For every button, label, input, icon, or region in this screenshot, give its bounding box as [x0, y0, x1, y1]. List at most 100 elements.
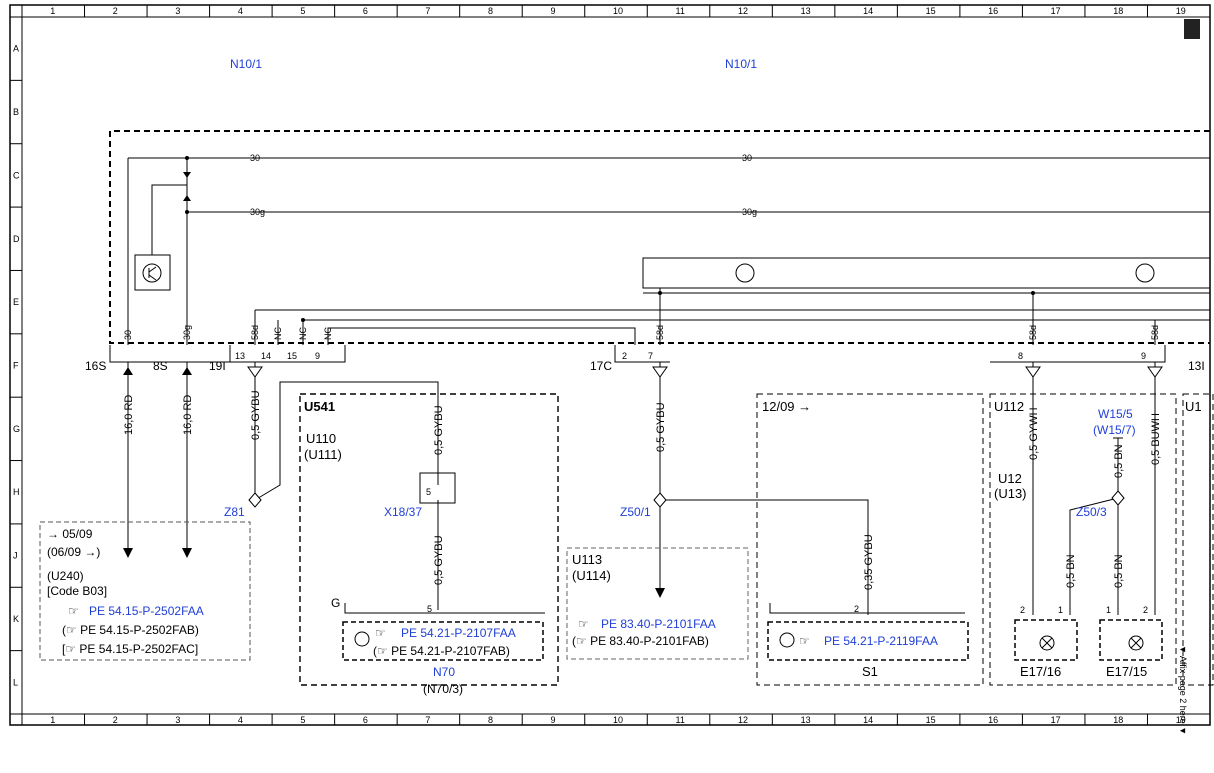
component-box-s1 [756, 393, 984, 686]
box-text: G [331, 596, 340, 610]
ruler-column-label: 6 [363, 715, 368, 725]
ruler-column-label: 2 [113, 6, 118, 16]
bus-30-label: 30 [250, 153, 260, 163]
reference-icon: ☞ [799, 634, 810, 648]
pin-number: 15 [287, 351, 297, 361]
ruler-column-label: 5 [300, 6, 305, 16]
reference-link[interactable]: PE 83.40-P-2101FAA [601, 617, 716, 631]
reference-link[interactable]: (☞ PE 83.40-P-2101FAB) [572, 634, 709, 648]
component-name: E17/16 [1020, 664, 1061, 679]
ruler-column-label: 12 [738, 6, 748, 16]
box-text: 12/09 → [762, 399, 811, 414]
pin-number: 2 [854, 604, 859, 614]
component-name: (N70/3) [423, 682, 463, 696]
pin-label: NC [323, 327, 333, 340]
pin-label: 58d [1028, 325, 1038, 340]
wire-label: 0,5 GYBU [250, 390, 262, 440]
pin-number: 9 [315, 351, 320, 361]
box-text: U113 [572, 552, 602, 567]
ruler-column-label: 19 [1176, 715, 1186, 725]
ruler-column-label: 10 [613, 6, 623, 16]
ruler-ticks [10, 5, 1148, 725]
box-text: U1 [1185, 399, 1202, 414]
pin-label: NC [298, 327, 308, 340]
bus-30g-label: 30g [250, 207, 265, 217]
reference-link[interactable]: PE 54.21-P-2119FAA [824, 634, 938, 648]
pin-label: 30 [123, 330, 133, 340]
reference-icon: ☞ [375, 626, 386, 640]
ruler-column-label: 10 [613, 715, 623, 725]
ruler-row-label: G [13, 424, 20, 434]
component-name: N70 [433, 665, 455, 679]
ruler-row-label: J [13, 551, 18, 561]
bus-lines [127, 157, 1210, 345]
ruler-column-label: 7 [425, 715, 430, 725]
ruler-column-label: 14 [863, 6, 873, 16]
ruler-column-label: 9 [550, 6, 555, 16]
pin-number: 13 [235, 351, 245, 361]
pin-label: 58d [250, 325, 260, 340]
reference-box-left [39, 521, 251, 661]
box-text: U12 [998, 471, 1022, 486]
splice-diamonds [248, 490, 1125, 508]
box-text: (U114) [572, 568, 611, 583]
bus-30-label: 30 [742, 153, 752, 163]
wire-label: 16,0 RD [123, 395, 135, 435]
point-x18-37: X18/37 [384, 505, 422, 519]
connector-13i: 13I [1188, 359, 1205, 373]
ruler-column-label: 14 [863, 715, 873, 725]
wire-label: 0,5 BN [1065, 554, 1077, 588]
component-name: E17/15 [1106, 664, 1147, 679]
ruler-row-label: L [13, 677, 18, 687]
ruler-column-label: 11 [676, 6, 685, 16]
point-w15-5: W15/5 [1098, 407, 1133, 421]
pin-number: 2 [1143, 605, 1148, 615]
box-text: U112 [994, 399, 1024, 414]
ruler-column-label: 18 [1113, 6, 1123, 16]
connector-triangles [247, 366, 1163, 378]
wire-label: 0,5 BN [1113, 444, 1125, 478]
wire-label: 0,5 BN [1113, 554, 1125, 588]
ruler-labels: 1122334455667788991010111112121313141415… [13, 6, 1186, 725]
pin-number: 8 [1018, 351, 1023, 361]
connector-row [109, 345, 1166, 363]
wire-label: 0,5 GYWH [1028, 407, 1040, 460]
wire-label: 0,5 GYBU [433, 405, 445, 455]
ruler-row-label: E [13, 297, 19, 307]
connector-19i: 19I [209, 359, 226, 373]
box-text: (U111) [304, 447, 342, 462]
reference-icon: ☞ [578, 617, 589, 631]
ruler-column-label: 15 [926, 715, 936, 725]
ruler-row-label: H [13, 487, 20, 497]
ground-symbol [1113, 437, 1123, 450]
reference-link[interactable]: (☞ PE 54.21-P-2107FAB) [373, 644, 510, 658]
reference-link[interactable]: [☞ PE 54.15-P-2502FAC] [62, 642, 198, 656]
lamp-e17-16 [1014, 619, 1078, 661]
ruler-column-label: 4 [238, 6, 243, 16]
ruler-column-label: 12 [738, 715, 748, 725]
ruler-column-label: 11 [676, 715, 685, 725]
point-z50-3: Z50/3 [1076, 505, 1107, 519]
transistor-icon [142, 263, 162, 283]
component-box-e17 [989, 393, 1177, 686]
x18-connector [419, 472, 456, 504]
reference-link[interactable]: (☞ PE 54.15-P-2502FAB) [62, 623, 199, 637]
lamp-e17-15 [1099, 619, 1163, 661]
ruler-row-label: A [13, 44, 19, 54]
output-stage [254, 257, 1211, 345]
ruler-column-label: 5 [300, 715, 305, 725]
wire-label: 0,5 BUWH [1150, 413, 1162, 465]
diode-pair [183, 156, 191, 214]
ruler-column-label: 18 [1113, 715, 1123, 725]
pin-label: NC [273, 327, 283, 340]
component-box-n70 [299, 393, 559, 686]
ruler-column-label: 4 [238, 715, 243, 725]
ruler-column-label: 13 [801, 715, 811, 725]
point-w15-7: (W15/7) [1093, 423, 1136, 437]
reference-link[interactable]: PE 54.21-P-2107FAA [401, 626, 516, 640]
pin-number: 2 [622, 351, 627, 361]
pencil-icon[interactable] [1184, 19, 1200, 39]
ruler-column-label: 9 [550, 715, 555, 725]
reference-link[interactable]: PE 54.15-P-2502FAA [89, 604, 204, 618]
connector-16s: 16S [85, 359, 106, 373]
